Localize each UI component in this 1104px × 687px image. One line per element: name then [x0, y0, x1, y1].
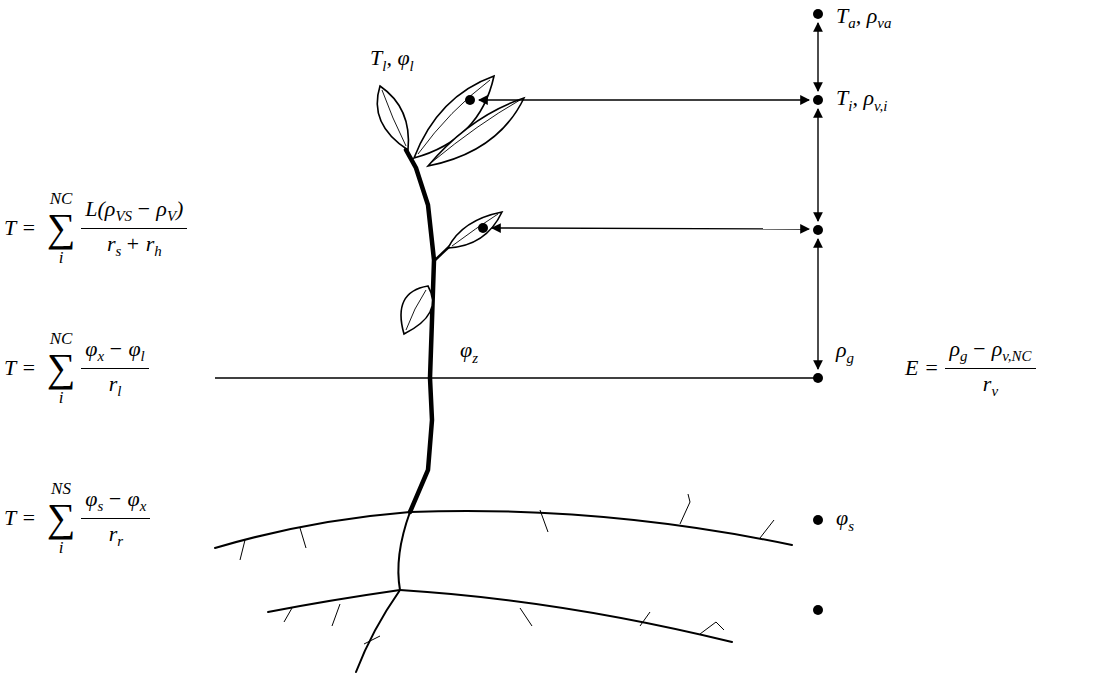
subscript-text: s: [97, 498, 103, 514]
subscript-text: s: [848, 518, 854, 534]
symbol-text: ∑: [47, 347, 76, 389]
symbol-text: i: [59, 249, 64, 266]
symbol-text: T =: [4, 355, 36, 380]
subscript-text: h: [154, 243, 161, 259]
ground-line: [215, 377, 815, 378]
subscript-text: l: [410, 58, 414, 74]
fraction: ρg− ρv,NCrv: [945, 336, 1035, 400]
denominator: rl: [81, 368, 148, 400]
leaf-veins: [382, 80, 520, 330]
numerator: L(ρVS− ρV): [81, 196, 187, 227]
symbol-text: ): [176, 196, 183, 221]
flux-equation: T =NC∑iL(ρVS− ρV)rs+ rh: [4, 190, 187, 266]
symbol-text: i: [59, 539, 64, 556]
symbol-text: T: [836, 3, 848, 28]
subscript-text: l: [117, 383, 121, 399]
subscript-text: s: [116, 243, 122, 259]
fraction: φs− φxrr: [81, 486, 150, 550]
flux-arrows: [479, 23, 818, 369]
symbol-text: + r: [125, 231, 154, 256]
symbol-text: , ρ: [852, 85, 874, 110]
subscript-text: v: [991, 383, 998, 399]
symbol-text: ∑: [47, 207, 76, 249]
symbol-text: − φ: [108, 336, 141, 361]
subscript-text: l: [141, 348, 145, 364]
subscript-text: va: [877, 15, 891, 31]
subscript-text: g: [847, 350, 854, 366]
symbol-text: ∑: [47, 497, 76, 539]
symbol-text: , φ: [386, 45, 409, 70]
subscript-text: l: [382, 58, 386, 74]
symbol-text: − φ: [107, 486, 140, 511]
subscript-text: z: [472, 350, 478, 366]
variable-label: φz: [460, 337, 478, 366]
variable-label: φs: [836, 505, 854, 534]
symbol-text: T: [370, 45, 382, 70]
summation: NC∑i: [47, 190, 76, 266]
symbol-text: r: [109, 371, 118, 396]
flux-equation: E =ρg− ρv,NCrv: [905, 336, 1036, 400]
fraction: φx− φlrl: [81, 336, 148, 400]
denominator: rs+ rh: [81, 228, 187, 260]
variable-label: Ti, ρv,i: [836, 85, 887, 114]
subscript-text: x: [97, 348, 104, 364]
subscript-text: i: [848, 98, 852, 114]
subscript-text: g: [960, 348, 967, 364]
symbol-text: r: [983, 371, 992, 396]
symbol-text: NC: [50, 330, 73, 347]
symbol-text: r: [107, 231, 116, 256]
symbol-text: ρ: [949, 336, 960, 361]
node-points: [465, 9, 823, 615]
subscript-text: x: [140, 498, 147, 514]
symbol-text: − ρ: [136, 196, 167, 221]
variable-label: ρg: [836, 337, 854, 366]
symbol-text: − ρ: [971, 336, 1002, 361]
symbol-text: T: [836, 85, 848, 110]
symbol-text: T =: [4, 215, 36, 240]
variable-label: Tl, φl: [370, 45, 414, 74]
leaves: [377, 76, 524, 334]
denominator: rv: [945, 368, 1035, 400]
flux-equation: T =NS∑iφs− φxrr: [4, 480, 150, 556]
flux-equation: T =NC∑iφx− φlrl: [4, 330, 149, 406]
symbol-text: E =: [905, 355, 939, 380]
roots: [215, 511, 792, 672]
root-hairs: [240, 494, 774, 644]
subscript-text: v,i: [874, 98, 887, 114]
subscript-text: v,NC: [1002, 348, 1031, 364]
subscript-text: a: [848, 15, 855, 31]
symbol-text: T =: [4, 505, 36, 530]
subscript-text: V: [167, 208, 176, 224]
symbol-text: ρ: [836, 337, 847, 362]
numerator: φx− φl: [81, 336, 148, 367]
symbol-text: φ: [460, 337, 472, 362]
denominator: rr: [81, 518, 150, 550]
symbol-text: NS: [51, 480, 71, 497]
numerator: φs− φx: [81, 486, 150, 517]
symbol-text: r: [109, 521, 118, 546]
symbol-text: , ρ: [856, 3, 878, 28]
symbol-text: L(ρ: [85, 196, 115, 221]
fraction: L(ρVS− ρV)rs+ rh: [81, 196, 187, 260]
symbol-text: φ: [836, 505, 848, 530]
subscript-text: r: [117, 533, 123, 549]
summation: NS∑i: [47, 480, 76, 556]
numerator: ρg− ρv,NC: [945, 336, 1035, 367]
summation: NC∑i: [47, 330, 76, 406]
symbol-text: NC: [50, 190, 73, 207]
variable-label: Ta, ρva: [836, 3, 891, 32]
subscript-text: VS: [115, 208, 132, 224]
symbol-text: i: [59, 389, 64, 406]
symbol-text: φ: [85, 336, 97, 361]
symbol-text: φ: [85, 486, 97, 511]
